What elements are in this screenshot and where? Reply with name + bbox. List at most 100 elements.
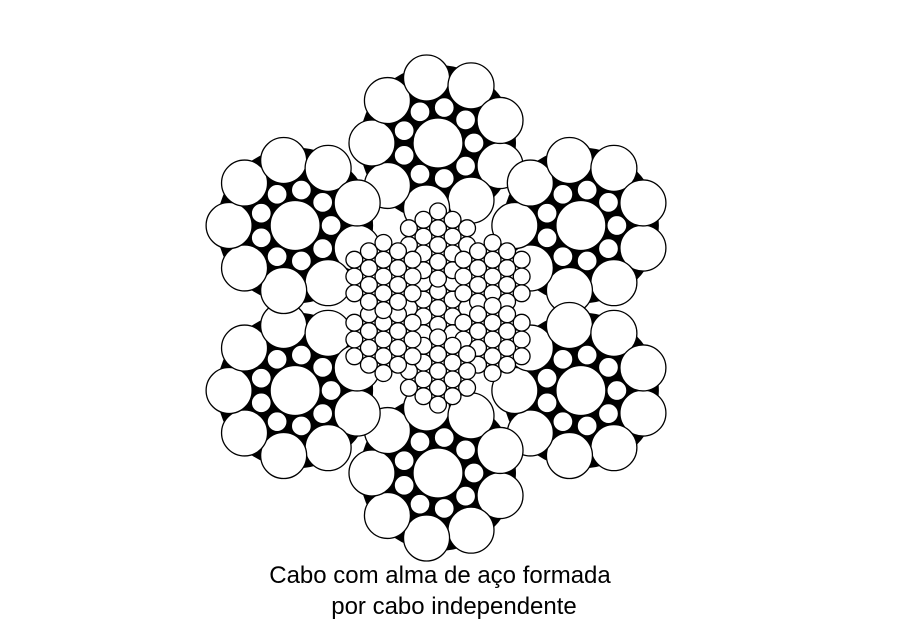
core-wire — [443, 387, 462, 406]
core-wire — [512, 250, 531, 269]
outer-wire — [447, 506, 495, 554]
outer-wire — [259, 266, 308, 315]
core-wire — [458, 378, 477, 397]
inner-wire — [454, 485, 477, 507]
inner-wire — [552, 411, 574, 433]
core-strand-4 — [454, 296, 531, 383]
outer-wire — [333, 179, 381, 227]
outer-wire — [205, 201, 253, 250]
core-wire — [345, 313, 364, 332]
core-wire — [454, 313, 473, 332]
core-wire — [468, 305, 488, 324]
outer-wire — [304, 144, 352, 192]
core-wire — [345, 284, 364, 303]
outer-wire — [590, 259, 638, 307]
inner-wire — [576, 179, 598, 201]
core-wire — [403, 347, 422, 366]
inner-wire — [454, 109, 477, 131]
outer-wire — [220, 324, 269, 372]
core-wire — [403, 267, 422, 286]
core-wire — [359, 355, 378, 374]
outer-wire — [619, 179, 667, 227]
core-wire — [403, 330, 422, 349]
core-wire — [498, 305, 517, 324]
core-wire — [345, 267, 364, 286]
core-wire — [483, 364, 502, 383]
core-wire — [428, 395, 448, 414]
core-wire — [345, 250, 364, 269]
inner-wire — [597, 402, 620, 425]
outer-strands-group — [205, 54, 667, 562]
center-wire — [412, 447, 464, 499]
center-wire — [269, 364, 321, 417]
outer-wire — [590, 309, 638, 357]
core-strand-3 — [454, 233, 531, 320]
outer-wire — [476, 426, 524, 475]
core-wire — [428, 269, 448, 288]
inner-wire — [290, 250, 313, 272]
inner-wire — [463, 462, 485, 484]
outer-wire — [220, 244, 269, 292]
outer-wire — [590, 424, 638, 472]
inner-wire — [250, 227, 272, 249]
inner-wire — [433, 96, 455, 119]
inner-wire — [312, 402, 334, 425]
outer-wire — [619, 344, 667, 392]
inner-wire — [312, 191, 334, 214]
outer-wire — [545, 136, 594, 185]
outer-wire — [220, 409, 269, 457]
inner-wire — [409, 163, 431, 185]
inner-wire — [290, 179, 313, 201]
center-wire — [269, 199, 321, 252]
core-wire — [359, 292, 378, 311]
core-wire — [458, 219, 477, 238]
inner-wire — [290, 344, 313, 366]
inner-wire — [454, 155, 477, 177]
core-wire — [468, 242, 488, 261]
inner-wire — [290, 415, 313, 437]
outer-strand-3 — [491, 301, 667, 480]
inner-wire — [576, 415, 598, 437]
inner-wire — [393, 120, 415, 142]
inner-wire — [312, 356, 334, 379]
core-wire — [512, 347, 531, 366]
inner-wire — [606, 214, 628, 237]
inner-wire — [536, 392, 558, 414]
inner-wire — [250, 367, 272, 389]
outer-wire — [590, 144, 638, 192]
inner-wire — [409, 493, 431, 515]
inner-wire — [266, 411, 288, 433]
outer-wire — [402, 54, 451, 102]
outer-wire — [304, 259, 352, 307]
core-wire — [512, 330, 531, 349]
core-wire — [403, 250, 422, 269]
inner-wire — [320, 214, 342, 237]
inner-wire — [393, 144, 415, 166]
inner-wire — [454, 439, 477, 461]
core-wire — [512, 284, 531, 303]
inner-wire — [552, 246, 574, 268]
core-wire — [454, 267, 473, 286]
inner-wire — [433, 426, 455, 449]
outer-wire — [447, 62, 495, 110]
core-wire — [498, 355, 517, 374]
core-wire — [454, 284, 473, 303]
outer-wire — [402, 514, 451, 562]
outer-wire — [348, 449, 396, 497]
caption-line-2: por cabo independente — [331, 593, 577, 620]
inner-wire — [393, 474, 415, 496]
core-wire — [374, 233, 393, 252]
core-wire — [483, 233, 502, 252]
core-wire — [359, 242, 378, 261]
outer-wire — [363, 491, 412, 540]
center-wire — [555, 199, 607, 252]
core-wire — [498, 242, 517, 261]
inner-wire — [409, 101, 431, 123]
inner-wire — [250, 392, 272, 414]
outer-wire — [259, 431, 308, 480]
center-wire — [555, 364, 607, 417]
outer-strand-2 — [491, 136, 667, 315]
outer-wire — [348, 119, 396, 167]
inner-wire — [393, 450, 415, 472]
core-wire — [458, 361, 477, 381]
